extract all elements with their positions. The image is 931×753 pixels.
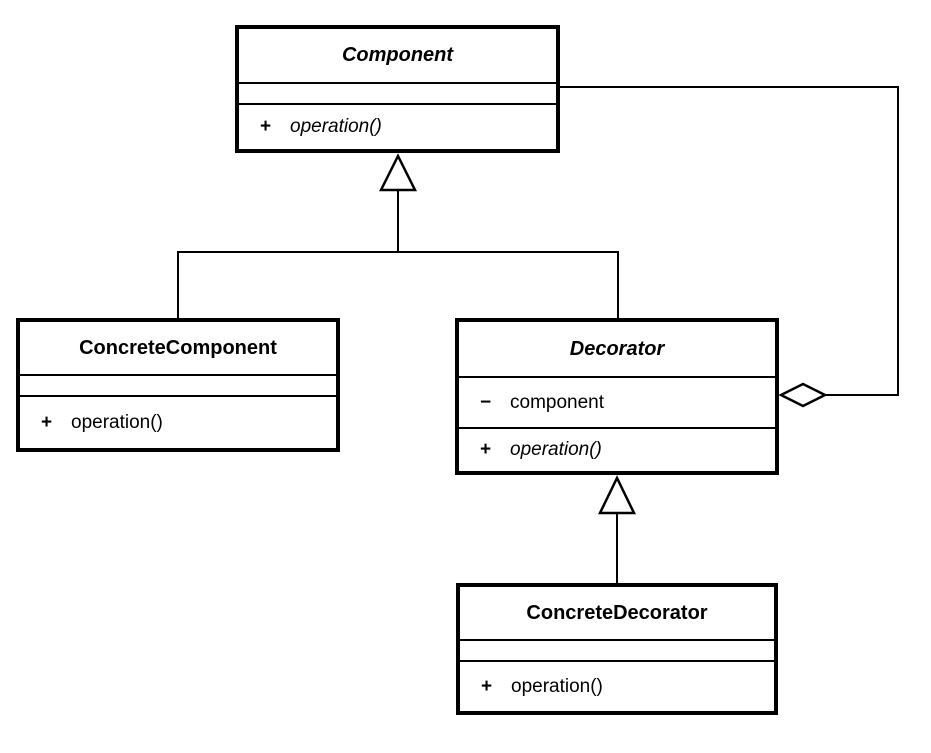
operation-signature: operation() <box>510 439 602 460</box>
class-name-concrete-component: ConcreteComponent <box>79 336 277 359</box>
visibility-marker: + <box>41 411 53 433</box>
class-box-component: Component + operation() <box>235 25 560 153</box>
attributes-section-concrete-component <box>20 374 336 395</box>
class-name-component: Component <box>341 44 454 66</box>
operation-signature: operation() <box>71 411 163 433</box>
attribute-name: component <box>510 391 605 413</box>
operation-row: + operation() <box>20 412 336 434</box>
operation-signature: operation() <box>290 116 382 137</box>
operation-row: + operation() <box>459 439 775 461</box>
inheritance-triangle-icon <box>378 153 418 192</box>
class-name-decorator: Decorator <box>569 337 665 360</box>
class-name-concrete-decorator: ConcreteDecorator <box>526 601 708 624</box>
class-box-concrete-decorator: ConcreteDecorator + operation() <box>456 583 778 715</box>
operation-row: + operation() <box>460 676 774 698</box>
operation-signature: operation() <box>511 675 603 697</box>
operation-row: + operation() <box>239 116 556 138</box>
visibility-marker: − <box>480 391 492 413</box>
operations-section-component: + operation() <box>239 103 556 149</box>
visibility-marker: + <box>480 439 492 460</box>
attributes-section-component <box>239 82 556 103</box>
class-box-decorator: Decorator − component + operation() <box>455 318 779 475</box>
operations-section-concrete-decorator: + operation() <box>460 660 774 711</box>
inheritance-triangle-icon-2 <box>598 475 636 515</box>
visibility-marker: + <box>481 675 493 697</box>
aggregation-line <box>560 86 899 396</box>
attributes-section-decorator: − component <box>459 376 775 427</box>
class-box-concrete-component: ConcreteComponent + operation() <box>16 318 340 452</box>
operations-section-concrete-component: + operation() <box>20 395 336 448</box>
visibility-marker: + <box>260 116 272 137</box>
attributes-section-concrete-decorator <box>460 639 774 660</box>
operations-section-decorator: + operation() <box>459 427 775 471</box>
attribute-row: − component <box>459 392 775 414</box>
aggregation-diamond-icon <box>778 382 828 408</box>
